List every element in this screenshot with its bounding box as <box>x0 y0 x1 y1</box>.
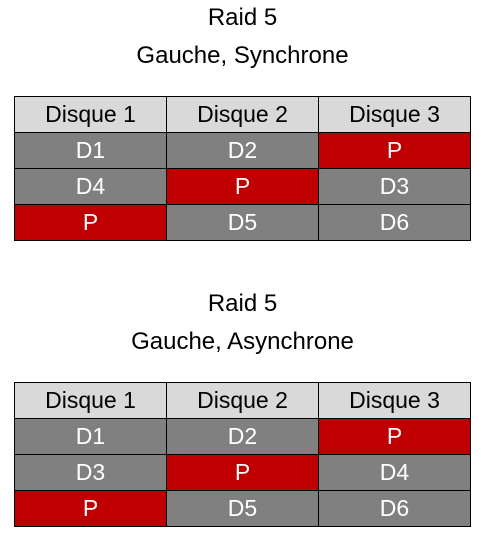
diagram-title: Raid 5 <box>207 4 278 31</box>
diagram-subtitle: Gauche, Synchrone <box>136 42 349 69</box>
stripe-row: D1 D2 P <box>14 418 471 455</box>
data-block-cell: D3 <box>318 168 471 205</box>
data-block-cell: D6 <box>318 204 471 241</box>
data-block-cell: D4 <box>318 454 471 491</box>
disk-layout-table: Disque 1 Disque 2 Disque 3 D1 D2 P D4 P … <box>14 96 471 241</box>
data-block-cell: D4 <box>14 168 167 205</box>
data-block-cell: D2 <box>166 418 319 455</box>
parity-block-cell: P <box>166 454 319 491</box>
data-block-cell: D3 <box>14 454 167 491</box>
disk-header: Disque 1 <box>14 96 167 133</box>
data-block-cell: D5 <box>166 204 319 241</box>
header-row: Disque 1 Disque 2 Disque 3 <box>14 382 471 419</box>
data-block-cell: D2 <box>166 132 319 169</box>
disk-header: Disque 1 <box>14 382 167 419</box>
diagram-subtitle: Gauche, Asynchrone <box>131 328 354 355</box>
stripe-row: D4 P D3 <box>14 168 471 205</box>
parity-block-cell: P <box>166 168 319 205</box>
raid5-left-asynchronous-diagram: Raid 5 Gauche, Asynchrone Disque 1 Disqu… <box>14 286 471 527</box>
stripe-row: D1 D2 P <box>14 132 471 169</box>
parity-block-cell: P <box>14 204 167 241</box>
parity-block-cell: P <box>318 132 471 169</box>
data-block-cell: D1 <box>14 418 167 455</box>
disk-header: Disque 2 <box>166 96 319 133</box>
raid5-left-synchronous-diagram: Raid 5 Gauche, Synchrone Disque 1 Disque… <box>14 0 471 241</box>
diagram-title: Raid 5 <box>207 290 278 317</box>
parity-block-cell: P <box>318 418 471 455</box>
data-block-cell: D6 <box>318 490 471 527</box>
parity-block-cell: P <box>14 490 167 527</box>
disk-header: Disque 3 <box>318 96 471 133</box>
disk-layout-table: Disque 1 Disque 2 Disque 3 D1 D2 P D3 P … <box>14 382 471 527</box>
stripe-row: D3 P D4 <box>14 454 471 491</box>
stripe-row: P D5 D6 <box>14 490 471 527</box>
disk-header: Disque 3 <box>318 382 471 419</box>
stripe-row: P D5 D6 <box>14 204 471 241</box>
data-block-cell: D1 <box>14 132 167 169</box>
disk-header: Disque 2 <box>166 382 319 419</box>
data-block-cell: D5 <box>166 490 319 527</box>
header-row: Disque 1 Disque 2 Disque 3 <box>14 96 471 133</box>
